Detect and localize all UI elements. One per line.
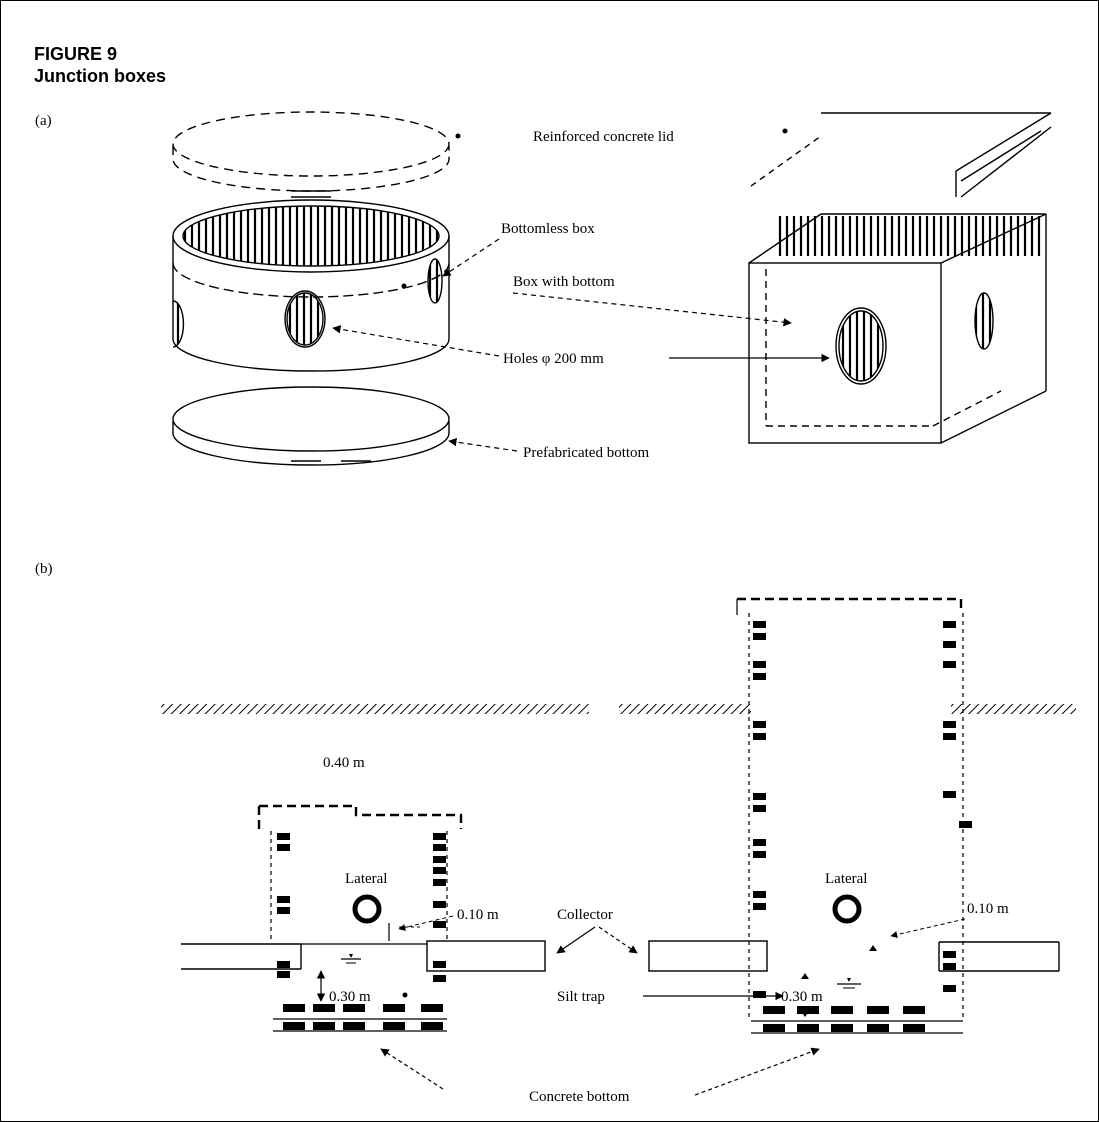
shallow-junction-box: [181, 804, 546, 1032]
label-collector: Collector: [557, 907, 613, 923]
rectangular-box-assembly: [748, 112, 1052, 444]
label-reinforced-concrete-lid: Reinforced concrete lid: [533, 129, 674, 145]
rectangular-lid: [750, 112, 1052, 198]
deep-junction-box: [648, 597, 1060, 1034]
label-concrete-bottom: Concrete bottom: [529, 1089, 630, 1105]
label-silt-trap: Silt trap: [557, 989, 605, 1005]
label-bottomless-box: Bottomless box: [501, 221, 595, 237]
label-gap-left: 0.10 m: [457, 907, 499, 923]
label-width: 0.40 m: [323, 755, 365, 771]
figure-number: FIGURE 9: [34, 44, 118, 64]
label-depth-left: 0.30 m: [329, 989, 371, 1005]
label-gap-right: 0.10 m: [967, 901, 1009, 917]
round-lid: [172, 111, 450, 198]
figure-title: Junction boxes: [34, 66, 167, 86]
prefabricated-bottom-disc: [172, 386, 450, 466]
box-with-bottom: [748, 213, 1047, 444]
panel-b-label: (b): [35, 561, 53, 577]
label-lateral-left: Lateral: [345, 871, 387, 887]
figure-heading: FIGURE 9 Junction boxes: [34, 43, 166, 87]
label-lateral-right: Lateral: [825, 871, 867, 887]
bottomless-box-cylinder: [172, 199, 450, 372]
panel-a-label: (a): [35, 113, 52, 129]
label-holes: Holes φ 200 mm: [503, 351, 604, 367]
cylindrical-box-assembly: [172, 111, 450, 466]
label-prefabricated-bottom: Prefabricated bottom: [523, 445, 650, 461]
ground-surface: [161, 704, 1076, 714]
label-depth-right: 0.30 m: [781, 989, 823, 1005]
panel-b-annotations: 0.40 m Lateral Lateral 0.10 m 0.10 m Col…: [323, 755, 1009, 1105]
panel-a-annotations: Reinforced concrete lid Bottomless box B…: [332, 128, 830, 461]
label-box-with-bottom: Box with bottom: [513, 274, 615, 290]
